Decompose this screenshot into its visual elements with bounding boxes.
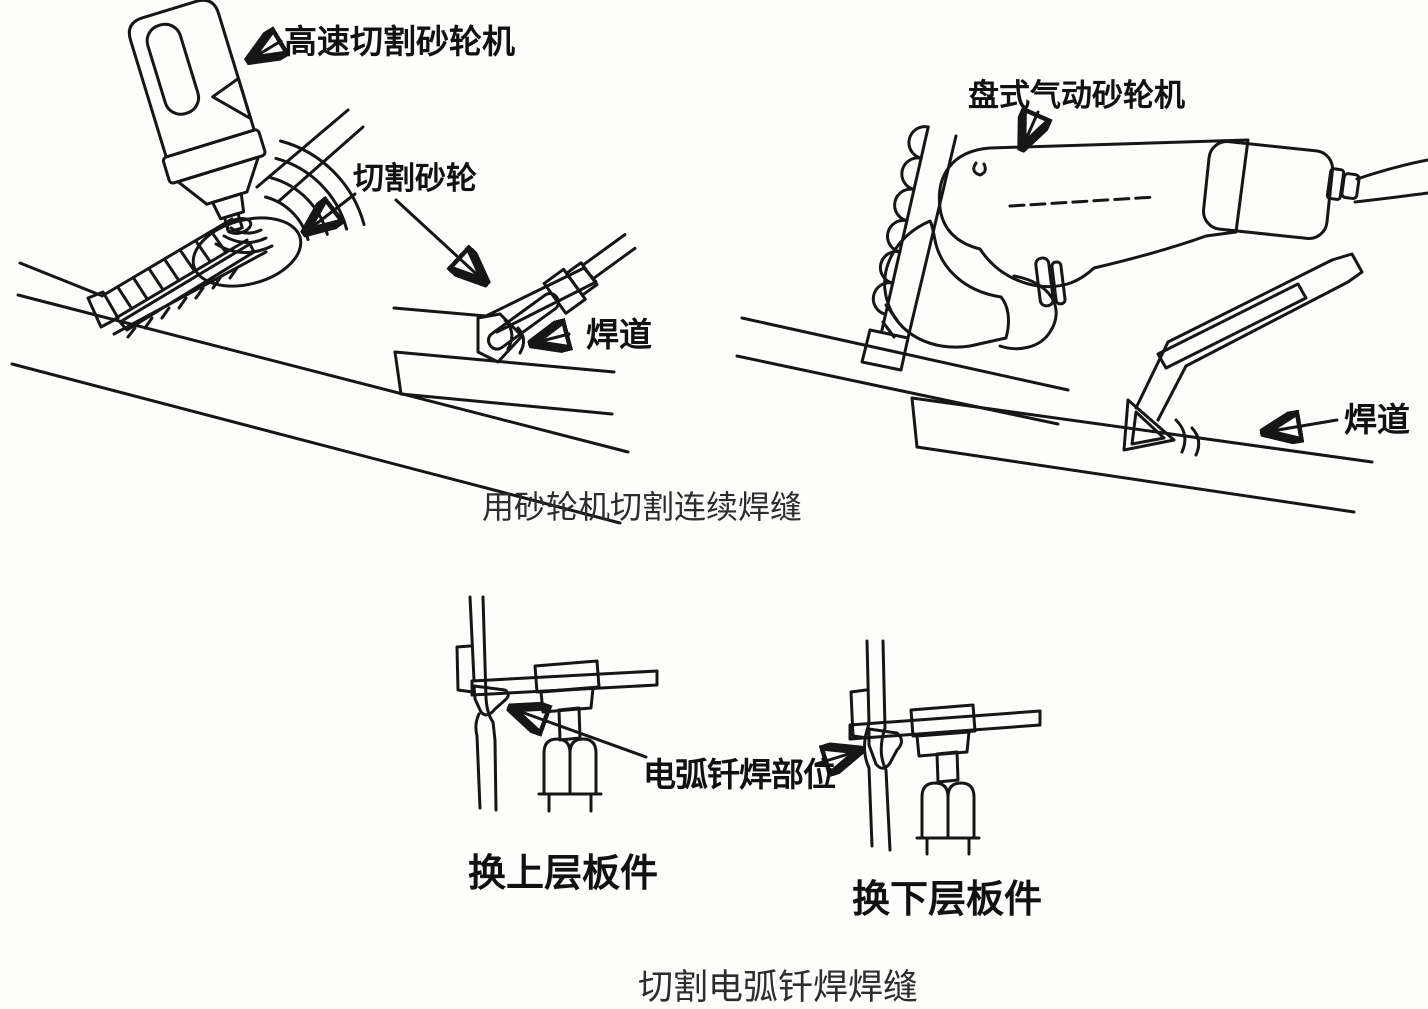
body-curl [972,161,987,177]
tool-leader [1023,112,1038,146]
flange-hatch [126,266,239,339]
air-hose [1353,158,1428,204]
weld-bead-section [476,312,524,364]
braze-label-leaders [513,709,858,764]
mounted-point-tool [486,233,637,351]
weld-leader [534,334,569,343]
caption-braze-cutting: 切割电弧钎焊焊缝 [638,968,918,1008]
label-weld-bead-left: 焊道 [586,317,652,354]
disc-grinder-body [937,138,1250,289]
vent-slot [145,22,201,116]
label-weld-bead-right: 焊道 [1344,402,1410,439]
die-grinder-front [909,703,981,856]
panel-flange-tab [455,644,475,694]
upper-panel-diagram [455,595,659,813]
label-cutting-wheel: 切割砂轮 [353,161,477,196]
flange-foot [860,328,910,372]
throttle-lever [1034,256,1055,308]
burr-bit [848,709,1042,741]
pencil-grinder-body [127,0,267,234]
rear-cap [1202,140,1334,240]
label-high-speed-grinder: 高速切割砂轮机 [284,24,515,61]
weld-bead-section [1122,398,1176,452]
caption-grinder-cutting: 用砂轮机切割连续焊缝 [482,488,802,526]
grip-band [211,76,253,121]
flange-rungs [116,229,228,311]
collet-nut [211,192,246,221]
right-weld-closeup [910,252,1374,514]
right-grinder-diagram [735,112,1428,426]
weld-seam-strip [1156,282,1308,370]
wheel-hub [225,217,253,235]
weld-leader [1266,420,1339,432]
left-diagram-leaders [251,41,484,281]
left-grinder-diagram [10,0,630,525]
label-braze-location: 电弧钎焊部位 [643,756,836,794]
label-lower-panel: 换下层板件 [852,879,1042,921]
grinding-disc [883,219,1010,349]
braze-spot [472,684,510,717]
left-weld-closeup [392,233,637,416]
burr-bit [470,669,659,697]
lower-panel-diagram [848,639,1042,856]
braze-spot [867,727,903,770]
label-disc-grinder: 盘式气动砂轮机 [968,78,1185,113]
label-upper-panel: 换上层板件 [468,853,658,895]
